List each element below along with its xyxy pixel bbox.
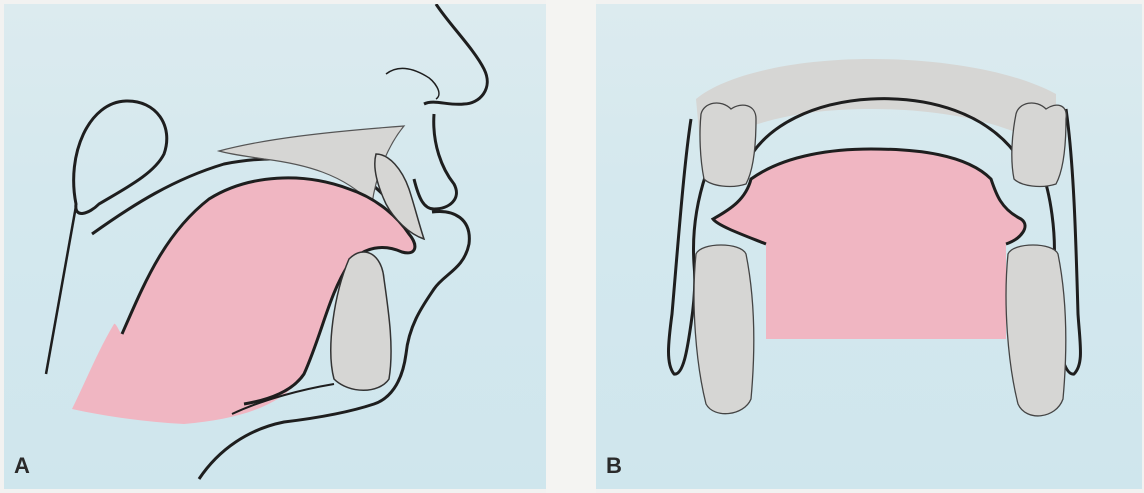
panel-b-frontal-view: B (596, 4, 1142, 489)
frontal-diagram (596, 4, 1142, 489)
lower-left-molar (694, 245, 754, 414)
sagittal-diagram (4, 4, 546, 489)
lower-right-molar (1006, 245, 1066, 416)
panel-a-label: A (14, 453, 30, 479)
upper-lip-outline (414, 114, 456, 209)
epiglottis-outline (74, 101, 167, 213)
panel-a-sagittal-view: A (4, 4, 546, 489)
nose-outline (424, 4, 487, 104)
tongue-shape (711, 149, 1025, 339)
pharyngeal-wall-outline (46, 206, 76, 374)
upper-left-molar (700, 103, 756, 187)
panel-b-label: B (606, 453, 622, 479)
panel-divider (546, 0, 596, 493)
upper-right-molar (1012, 103, 1066, 187)
nostril-outline (386, 68, 439, 99)
